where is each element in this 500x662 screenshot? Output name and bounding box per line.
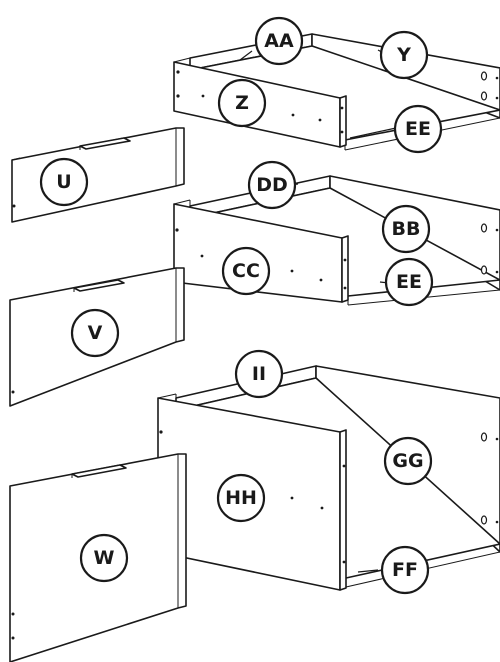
- handle-u: [79, 137, 131, 150]
- callout-bb: BB: [381, 204, 431, 254]
- svg-text:CC: CC: [232, 260, 260, 282]
- callout-v: V: [70, 308, 120, 358]
- svg-text:AA: AA: [264, 30, 294, 52]
- callout-z: Z: [217, 78, 267, 128]
- callout-ff: FF: [380, 545, 430, 595]
- svg-text:II: II: [252, 363, 266, 385]
- svg-text:EE: EE: [405, 118, 431, 140]
- callout-gg: GG: [383, 436, 433, 486]
- svg-text:Y: Y: [396, 44, 411, 66]
- svg-text:GG: GG: [392, 450, 423, 472]
- callout-dd: DD: [247, 160, 297, 210]
- callout-w: W: [79, 533, 129, 583]
- svg-text:Z: Z: [235, 92, 249, 114]
- svg-text:FF: FF: [392, 559, 418, 581]
- callout-cc: CC: [221, 246, 271, 296]
- callout-hh: HH: [216, 473, 266, 523]
- callout-u: U: [39, 157, 89, 207]
- callout-ee-mid: EE: [384, 257, 434, 307]
- handle-w: [71, 464, 127, 478]
- callout-y: Y: [379, 30, 429, 80]
- drawer-front-u: [11, 127, 185, 223]
- callout-ee-top: EE: [393, 104, 443, 154]
- callout-ii: II: [234, 349, 284, 399]
- svg-text:BB: BB: [392, 218, 421, 240]
- middle-drawer-box: [173, 175, 500, 306]
- svg-text:DD: DD: [256, 174, 288, 196]
- svg-text:HH: HH: [225, 487, 257, 509]
- svg-text:W: W: [94, 547, 115, 569]
- handle-v: [73, 279, 125, 292]
- bottom-drawer-box: [157, 365, 500, 591]
- svg-text:V: V: [88, 322, 103, 344]
- callout-aa: AA: [254, 16, 304, 66]
- svg-text:EE: EE: [396, 271, 422, 293]
- svg-text:U: U: [56, 171, 71, 193]
